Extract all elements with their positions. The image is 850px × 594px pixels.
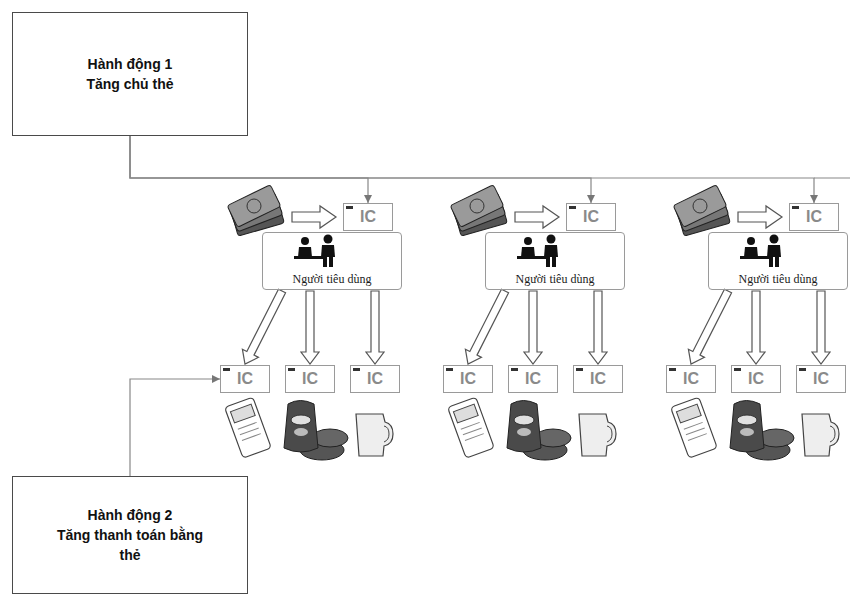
card-label: IC [583,208,599,226]
ic-card: IC [443,365,493,393]
card-label: IC [302,370,318,388]
card-label: IC [360,208,376,226]
consumer-label: Người tiêu dùng [739,272,818,286]
ic-card: IC [566,203,616,231]
card-label: IC [683,370,699,388]
consumer-box: Người tiêu dùng [708,232,848,290]
ic-card: IC [508,365,558,393]
ic-card: IC [343,203,393,231]
hollow-arrow [747,291,765,364]
action-text: Hành động 2 [88,505,173,525]
card-label: IC [748,370,764,388]
hollow-arrow [465,289,508,364]
card-label: IC [237,370,253,388]
connector-line [130,136,368,203]
connector-line [130,136,814,203]
card-label: IC [813,370,829,388]
ic-card: IC [796,365,846,393]
consumer-label: Người tiêu dùng [516,272,595,286]
action-text: Hành động 1 [88,54,173,74]
hollow-arrow [688,289,731,364]
card-label: IC [367,370,383,388]
hollow-arrow [301,291,319,364]
ic-card: IC [731,365,781,393]
hollow-arrow [812,291,830,364]
ic-card: IC [220,365,270,393]
ic-card: IC [285,365,335,393]
card-label: IC [525,370,541,388]
hollow-arrow [242,289,285,364]
connector-line [130,379,220,476]
action-text: Tăng thanh toán bằng thẻ [45,525,215,566]
card-label: IC [460,370,476,388]
ic-card: IC [666,365,716,393]
hollow-arrow [366,291,384,364]
hollow-arrow [589,291,607,364]
card-label: IC [590,370,606,388]
ic-card: IC [573,365,623,393]
consumer-label: Người tiêu dùng [293,272,372,286]
consumer-box: Người tiêu dùng [485,232,625,290]
action-box: Hành động 1Tăng chủ thẻ [12,12,248,136]
action-text: Tăng chủ thẻ [86,74,173,94]
consumer-group-illustration [225,185,393,460]
hollow-arrow [524,291,542,364]
ic-card: IC [350,365,400,393]
consumer-group-illustration [448,185,616,460]
connector-line [130,136,591,203]
consumer-box: Người tiêu dùng [262,232,402,290]
bus-line-tail [814,177,850,178]
consumer-group-illustration [671,185,839,460]
card-label: IC [806,208,822,226]
ic-card: IC [789,203,839,231]
action-box: Hành động 2Tăng thanh toán bằng thẻ [12,476,248,594]
